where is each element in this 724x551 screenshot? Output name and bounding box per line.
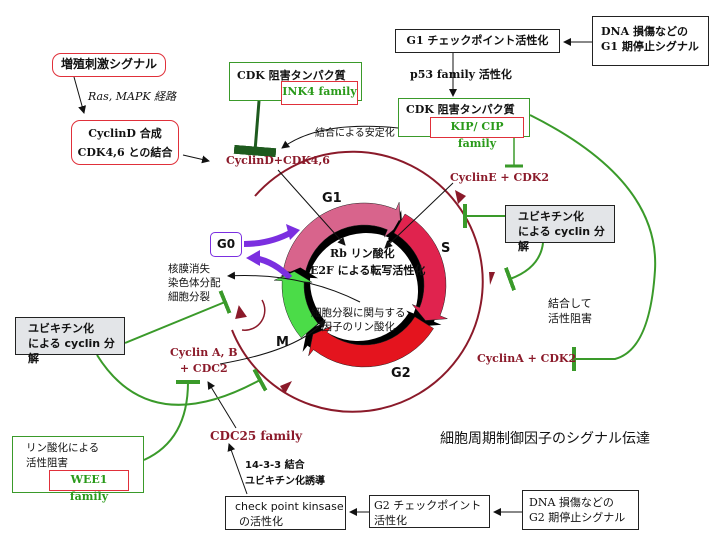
cyclinab-cdc2-label: Cyclin A, B + CDC2 <box>170 345 238 377</box>
division-line2: 因子のリン酸化 <box>321 321 396 333</box>
cyclind-cdk46-label: CyclinD+CDK4,6 <box>226 154 330 167</box>
dna-g1-line1: DNA 損傷などの <box>601 25 688 38</box>
checkpoint-kinase-line1: check point kinsase <box>235 500 344 513</box>
outer-cycle-arrow-top <box>455 190 466 204</box>
g2-checkpoint-line2: 活性化 <box>374 514 407 527</box>
cycline-cdk2-label: CyclinE + CDK2 <box>450 171 549 184</box>
bind-inhibit-line2: 活性阻害 <box>548 312 592 325</box>
ubiquitin-induction-label: 14-3-3 結合 ユビキチン化誘導 <box>245 458 325 490</box>
ink4-family-label: INK4 family <box>281 81 358 105</box>
phase-label-m: M <box>276 335 289 350</box>
ubiquitin-degradation-left-box: ユビキチン化 による cyclin 分解 <box>15 317 125 365</box>
wee1-line1: リン酸化による <box>26 442 100 454</box>
dna-g2-line1: DNA 損傷などの <box>529 496 614 509</box>
ubiq-right-line2: による cyclin 分解 <box>518 225 605 253</box>
cyclind-line2: CDK4,6 との結合 <box>77 146 173 159</box>
cyclind-synthesis-box: CyclinD 合成 CDK4,6 との結合 <box>71 120 179 165</box>
g1-checkpoint-box: G1 チェックポイント活性化 <box>395 29 560 53</box>
diagram-title: 細胞周期制御因子のシグナル伝達 <box>440 431 650 447</box>
kip-title: CDK 阻害タンパク質 <box>406 103 515 116</box>
cyclinab-line1: Cyclin A, B <box>170 346 238 359</box>
outer-cycle-arc <box>231 150 484 413</box>
outer-cycle-arrow-right <box>489 272 495 285</box>
g2-checkpoint-box: G2 チェックポイント 活性化 <box>369 495 490 528</box>
mitosis-events-label: 核膜消失 染色体分配 細胞分裂 <box>168 262 221 304</box>
division-factor-label: 細胞分裂に関与する 因子のリン酸化 <box>311 306 406 334</box>
g0-in-arrow <box>243 229 294 247</box>
cyclina-cdk2-label: CyclinA + CDK2 <box>477 352 577 365</box>
dna-g1-line2: G1 期停止シグナル <box>601 40 699 53</box>
bind-inhibit-line1: 結合して <box>548 297 592 310</box>
bind-inhibit-label: 結合して 活性阻害 <box>548 296 592 326</box>
growth-signal-box: 増殖刺激シグナル <box>52 53 166 77</box>
phase-label-g1: G1 <box>322 191 342 206</box>
phase-label-g2: G2 <box>391 366 411 381</box>
wee1-line2: 活性阻害 <box>26 457 68 469</box>
dna-g2-line2: G2 期停止シグナル <box>529 511 626 524</box>
outer-cycle-arrow-bottom <box>280 381 292 394</box>
rb-phosphorylation-label: Rb リン酸化 <box>330 247 395 260</box>
ubiq-right-line1: ユビキチン化 <box>518 210 584 223</box>
growth-signal-label: 増殖刺激シグナル <box>60 57 157 71</box>
cdc25-family-label: CDC25 family <box>210 429 303 443</box>
cyclinab-line2: + CDC2 <box>179 362 228 375</box>
phase-label-s: S <box>441 241 451 256</box>
ubiq-induce-line1: 14-3-3 結合 <box>245 460 305 471</box>
mitosis-line3: 細胞分裂 <box>168 291 210 303</box>
division-line1: 細胞分裂に関与する <box>311 307 406 319</box>
g1-checkpoint-label: G1 チェックポイント活性化 <box>406 34 549 47</box>
cyclind-line1: CyclinD 合成 <box>88 127 162 140</box>
g2-phase-arrow <box>308 316 434 368</box>
g1-phase-arrow <box>282 202 401 275</box>
e2f-activation-label: E2F による転写活性化 <box>310 264 426 277</box>
ubiq-induce-line2: ユビキチン化誘導 <box>245 476 325 487</box>
ras-mapk-label: Ras, MAPK 経路 <box>88 90 177 103</box>
g0-label: G0 <box>216 237 236 251</box>
mitosis-line1: 核膜消失 <box>168 263 210 275</box>
checkpoint-kinase-line2: の活性化 <box>239 515 283 528</box>
wee1-family-label: WEE1 family <box>49 470 129 503</box>
stabilize-label: 結合による安定化 <box>315 128 395 139</box>
cell-cycle-ring <box>274 202 448 368</box>
ink4-title: CDK 阻害タンパク質 <box>237 69 346 82</box>
s-phase-arrow <box>393 213 448 321</box>
g1-phase-arrow-shadow <box>285 210 403 283</box>
g0-box: G0 <box>210 232 242 257</box>
outer-cycle-arrow-left <box>235 305 247 319</box>
ubiq-left-line2: による cyclin 分解 <box>28 337 115 365</box>
p53-label: p53 family 活性化 <box>410 68 512 81</box>
ubiq-left-line1: ユビキチン化 <box>28 322 94 335</box>
kip-family-label: KIP/ CIP family <box>430 117 524 150</box>
dna-damage-g2-box: DNA 損傷などの G2 期停止シグナル <box>522 490 639 530</box>
dna-damage-g1-box: DNA 損傷などの G1 期停止シグナル <box>592 16 709 66</box>
ubiquitin-degradation-right-box: ユビキチン化 による cyclin 分解 <box>505 205 615 253</box>
g2-checkpoint-line1: G2 チェックポイント <box>374 499 482 512</box>
mitosis-line2: 染色体分配 <box>168 277 221 289</box>
checkpoint-kinase-box: check point kinsase の活性化 <box>225 496 346 530</box>
